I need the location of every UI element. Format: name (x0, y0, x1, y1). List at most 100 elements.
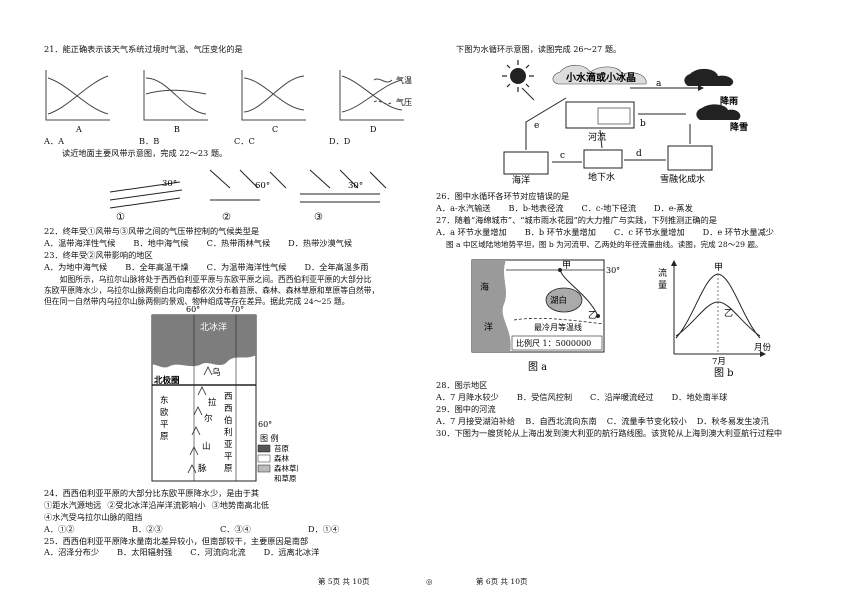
intro-22-23: 读近地面主要风带示意图，完成 22～23 题。 (62, 148, 228, 158)
fig-a-jia: 甲 (562, 260, 571, 271)
panel-label-c: C (272, 125, 278, 134)
q21-graphs: 气温 气压 A B C D (45, 70, 412, 134)
map-lat-60: 60° (258, 420, 272, 429)
q26-stem: 26．图中水循环各环节对应错误的是 (436, 191, 570, 201)
q27-options: A．a 环节水量增加 B．b 环节水量增加 C．c 环节水量增加 D．e 环节水… (436, 227, 826, 239)
map-ural-1: 乌 (212, 367, 221, 378)
cycle-groundwater: 地下水 (588, 171, 615, 183)
q28-option-b[interactable]: B．受信风控制 (516, 391, 573, 402)
q28-option-d[interactable]: D．地处南半球 (671, 391, 728, 402)
map-east-europe-4: 原 (160, 432, 169, 442)
q24-25-block: 24．西西伯利亚平原的大部分比东欧平原降水少，是由于其 ①距水汽源地远 ②受北冰… (44, 488, 424, 559)
wind-number-1: ① (116, 212, 125, 222)
q25-option-c[interactable]: C．河流向北流 (190, 547, 246, 558)
q21-option-a[interactable]: A．A (44, 136, 65, 146)
fig-a-sea-2: 洋 (484, 321, 493, 333)
figure-a-map: 海 洋 甲 30° 乙 湖白 最冷月等温线 比例尺 1：5000000 图 a (471, 259, 620, 373)
cycle-letter-e: e (534, 121, 539, 131)
q30-stem: 30．下图为一艘货轮从上海出发到澳大利亚的航行路线图。该货轮从上海到澳大利亚航行… (436, 427, 783, 438)
q26-option-a[interactable]: A．a-水汽输送 (436, 202, 491, 213)
q23-option-b[interactable]: B．全年高温干燥 (125, 261, 189, 272)
q28-options: A．7 月降水较少 B．受信风控制 C．沿岸暖流经过 D．地处南半球 (436, 392, 826, 404)
q23-option-c[interactable]: C．为温带海洋性气候 (206, 261, 287, 272)
q29-option-d[interactable]: D．秋冬易发生凌汛 (696, 415, 769, 426)
sun-icon (502, 60, 534, 92)
fig-b-jia: 甲 (714, 262, 723, 273)
q23-option-d[interactable]: D．全年高温多雨 (304, 261, 369, 272)
intro-24-25-line-3: 但在同一自然带内乌拉尔山脉两侧的景观、物种组成等存在差异。据此完成 24～25 … (44, 297, 350, 307)
wind-lat-30-a: 30° (162, 179, 177, 189)
q26-option-b[interactable]: B．b-地表径流 (508, 202, 564, 213)
map-lon-70: 70° (230, 305, 244, 314)
cycle-river: 河流 (588, 131, 606, 143)
map-west-siberia-2: 西 (224, 404, 233, 414)
footer-page-right: 第 6页 共 10页 (476, 577, 528, 586)
cycle-snow: 降雪 (730, 121, 748, 133)
q21-option-c[interactable]: C．C (234, 136, 255, 146)
map-west-siberia-7: 原 (224, 464, 233, 474)
fig-a-caption: 图 a (528, 361, 547, 373)
q29-option-a[interactable]: A．7 月接受湖泊补给 (436, 415, 516, 426)
map-west-siberia-3: 伯 (224, 415, 233, 426)
fig-a-lake: 湖白 (550, 295, 567, 306)
map-west-siberia-5: 亚 (224, 440, 233, 450)
q24-items: ①距水汽源地远 ②受北冰洋沿岸洋流影响小 ③地势南高北低 (44, 500, 424, 512)
q25-option-a[interactable]: A．沼泽分布少 (44, 547, 100, 558)
q21-option-b[interactable]: B．B (139, 136, 160, 146)
q24-item-4: ④水汽受乌拉尔山脉的阻挡 (44, 511, 143, 522)
q23-option-a[interactable]: A．为地中海气候 (44, 261, 108, 272)
q22-option-d[interactable]: D．热带沙漠气候 (288, 237, 353, 248)
map-ural-2: 拉 (208, 397, 217, 408)
q23-stem: 23．终年受②风带影响的地区 (44, 249, 153, 260)
q21-options: A．A B．B C．C D．D (44, 136, 424, 148)
q27-option-a[interactable]: A．a 环节水量增加 (436, 226, 507, 237)
q24-option-b[interactable]: B．②③ (132, 523, 163, 534)
q25-option-d[interactable]: D．远离北冰洋 (263, 547, 320, 558)
cycle-sea: 海洋 (512, 174, 530, 186)
q29-option-c[interactable]: C．流量季节变化较小 (606, 415, 687, 426)
fig-b-ylabel-1: 流 (658, 267, 667, 279)
q24-option-a[interactable]: A．①② (44, 523, 75, 534)
legend-forest-steppe: 森林草原 (274, 463, 298, 473)
map-west-siberia-4: 利 (224, 427, 233, 438)
wind-lat-30-b: 30° (348, 181, 363, 191)
map-east-europe-3: 平 (160, 420, 169, 430)
q26-options: A．a-水汽输送 B．b-地表径流 C．c-地下径流 D．e-蒸发 (436, 203, 826, 215)
q22-option-c[interactable]: C．热带雨林气候 (206, 237, 271, 248)
wind-belt-figure: 30° 60° 30° ① ② ③ (109, 169, 387, 222)
legend-temp: 气温 (396, 75, 412, 85)
q21-option-d[interactable]: D．D (329, 136, 351, 146)
q25-option-b[interactable]: B．太阳辐射强 (117, 547, 173, 558)
intro-28-29: 图 a 中区域陆地地势平坦，图 b 为河流甲、乙两处的年径流量曲线。读图，完成 … (446, 239, 763, 249)
legend-title: 图 例 (260, 433, 279, 443)
map-arctic-circle: 北极圈 (154, 375, 180, 386)
q27-option-b[interactable]: B．b 环节水量增加 (524, 226, 596, 237)
footer-page-left: 第 5页 共 10页 (318, 577, 370, 586)
fig-a-lat: 30° (606, 266, 620, 275)
legend-tundra: 苔原 (274, 443, 289, 453)
q27-stem: 27．随着“海绵城市”、“城市雨水花园”的大力推广与实践，下列推测正确的是 (436, 214, 717, 225)
intro-26-27: 下图为水循环示意图，读图完成 26～27 题。 (456, 44, 622, 54)
q24-option-c[interactable]: C．③④ (220, 523, 251, 534)
fig-b-tick: 7月 (712, 357, 726, 367)
map-west-siberia-1: 西 (224, 392, 233, 402)
map-ural-5: 脉 (198, 463, 207, 474)
q28-option-a[interactable]: A．7 月降水较少 (436, 391, 499, 402)
q27-option-c[interactable]: C．c 环节水量增加 (613, 226, 685, 237)
q28-option-c[interactable]: C．沿岸暖流经过 (590, 391, 654, 402)
q29-option-b[interactable]: B．自西北流向东南 (525, 415, 597, 426)
cycle-snowmelt: 雪融化成水 (660, 173, 705, 185)
q22-option-a[interactable]: A．温带海洋性气候 (44, 237, 116, 248)
intro-24-25-line-2: 东欧平原降水少，乌拉尔山脉两侧自北向南都依次分布着苔原、森林、森林草原和草原等自… (44, 285, 380, 295)
q26-option-d[interactable]: D．e-蒸发 (654, 202, 693, 213)
q28-stem: 28．图示地区 (436, 380, 488, 390)
q26-option-c[interactable]: C．c-地下径流 (581, 202, 637, 213)
map-ural-4: 山 (202, 441, 211, 452)
legend-steppe: 和草原 (274, 473, 297, 483)
q22-option-b[interactable]: B．地中海气候 (133, 237, 189, 248)
q24-option-d[interactable]: D．①④ (308, 523, 340, 534)
q27-option-d[interactable]: D．e 环节水量减少 (702, 226, 774, 237)
q25-stem: 25．西西伯利亚平原降水量南北差异较小，但南部较干，主要原因是南部 (44, 535, 309, 546)
q22-stem: 22．终年受①风带与③风带之间的气压带控制的气候类型是 (44, 226, 260, 236)
fig-a-scale: 比例尺 1：5000000 (516, 338, 591, 348)
